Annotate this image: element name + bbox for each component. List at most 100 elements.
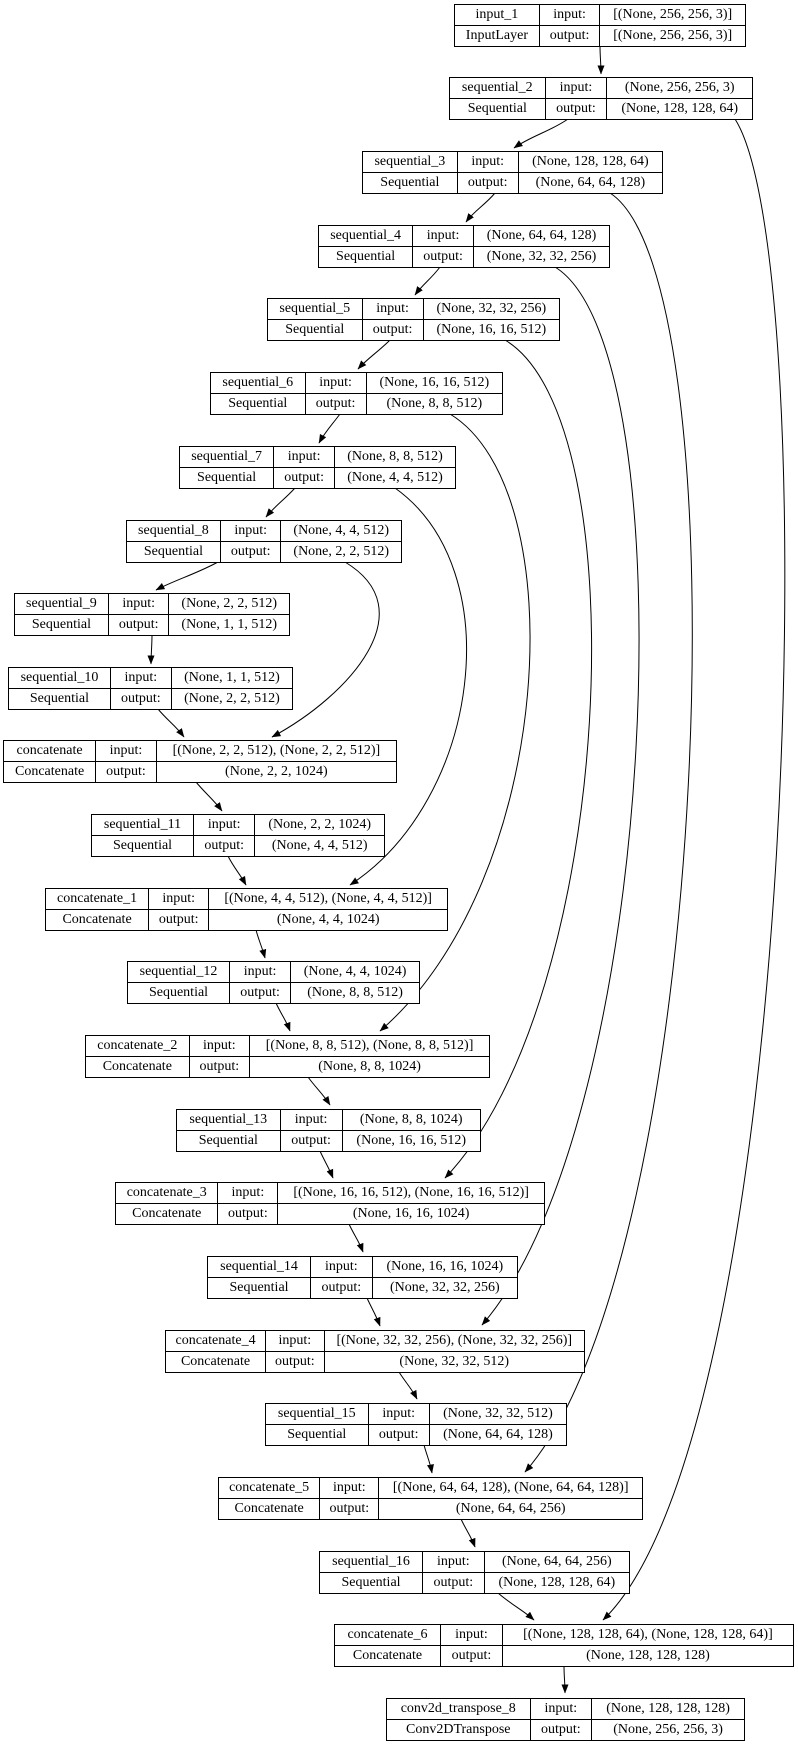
layer-input-shape: [(None, 16, 16, 512), (None, 16, 16, 512… xyxy=(277,1182,545,1204)
layer-name: sequential_12 xyxy=(126,961,231,983)
output-label: output: xyxy=(95,761,157,783)
layer-input-shape: (None, 32, 32, 512) xyxy=(428,1403,568,1425)
output-label: output: xyxy=(544,98,608,120)
layer-node-sequential_15: sequential_15 input: (None, 32, 32, 512)… xyxy=(265,1403,568,1446)
layer-output-shape: (None, 32, 32, 256) xyxy=(371,1277,519,1299)
output-label: output: xyxy=(148,909,210,931)
layer-node-sequential_6: sequential_6 input: (None, 16, 16, 512) … xyxy=(210,372,504,415)
layer-class: Sequential xyxy=(318,1572,424,1594)
input-label: input: xyxy=(188,1035,251,1057)
layer-output-shape: (None, 1, 1, 512) xyxy=(168,614,290,636)
edge-sequential_10-to-concatenate xyxy=(157,708,185,738)
output-label: output: xyxy=(412,246,475,268)
layer-node-sequential_3: sequential_3 input: (None, 128, 128, 64)… xyxy=(362,151,664,194)
input-label: input: xyxy=(367,1403,430,1425)
layer-class: Concatenate xyxy=(334,1645,441,1667)
layer-name: sequential_10 xyxy=(8,667,111,689)
input-label: input: xyxy=(439,1624,503,1646)
layer-output-shape: (None, 32, 32, 256) xyxy=(473,246,610,268)
layer-node-sequential_9: sequential_9 input: (None, 2, 2, 512) Se… xyxy=(14,593,290,636)
edge-sequential_7-to-concatenate_1 xyxy=(349,487,467,886)
layer-node-sequential_5: sequential_5 input: (None, 32, 32, 256) … xyxy=(267,298,561,341)
output-label: output: xyxy=(422,1572,485,1594)
layer-node-sequential_11: sequential_11 input: (None, 2, 2, 1024) … xyxy=(90,814,385,857)
layer-node-concatenate_1: concatenate_1 input: [(None, 4, 4, 512),… xyxy=(44,888,448,931)
output-label: output: xyxy=(367,1424,430,1446)
layer-output-shape: (None, 64, 64, 256) xyxy=(378,1498,643,1520)
input-label: input: xyxy=(529,1698,593,1720)
layer-name: sequential_6 xyxy=(210,372,306,394)
layer-class: Concatenate xyxy=(217,1498,321,1520)
layer-output-shape: (None, 8, 8, 512) xyxy=(365,393,504,415)
input-label: input: xyxy=(265,1330,325,1352)
input-label: input: xyxy=(319,1477,380,1499)
input-label: input: xyxy=(148,888,210,910)
layer-output-shape: (None, 64, 64, 128) xyxy=(517,172,664,194)
layer-class: Sequential xyxy=(90,835,195,857)
layer-name: sequential_13 xyxy=(176,1109,281,1131)
edge-sequential_3-to-sequential_4 xyxy=(465,192,496,223)
output-label: output: xyxy=(529,1719,593,1741)
layer-input-shape: [(None, 128, 128, 64), (None, 128, 128, … xyxy=(501,1624,795,1646)
layer-class: Sequential xyxy=(206,1277,312,1299)
input-label: input: xyxy=(219,520,282,542)
layer-output-shape: (None, 128, 128, 64) xyxy=(483,1572,631,1594)
layer-node-sequential_4: sequential_4 input: (None, 64, 64, 128) … xyxy=(317,225,610,268)
edge-sequential_6-to-sequential_7 xyxy=(318,413,341,444)
layer-output-shape: (None, 256, 256, 3) xyxy=(591,1719,745,1741)
input-label: input: xyxy=(193,814,256,836)
edge-sequential_5-to-concatenate_3 xyxy=(444,339,593,1179)
layer-input-shape: (None, 8, 8, 512) xyxy=(334,446,456,468)
layer-input-shape: (None, 2, 2, 1024) xyxy=(254,814,385,836)
layer-name: sequential_14 xyxy=(206,1256,312,1278)
layer-input-shape: (None, 256, 256, 3) xyxy=(606,77,753,99)
layer-class: Sequential xyxy=(178,467,275,489)
layer-name: concatenate xyxy=(2,740,97,762)
output-label: output: xyxy=(265,1351,325,1373)
layer-output-shape: (None, 128, 128, 64) xyxy=(606,98,753,120)
output-label: output: xyxy=(361,319,424,341)
layer-node-sequential_14: sequential_14 input: (None, 16, 16, 1024… xyxy=(206,1256,519,1299)
layer-node-sequential_12: sequential_12 input: (None, 4, 4, 1024) … xyxy=(126,961,420,1004)
edge-sequential_8-to-concatenate xyxy=(271,561,380,738)
layer-output-shape: (None, 4, 4, 512) xyxy=(334,467,456,489)
input-label: input: xyxy=(456,151,519,173)
layer-input-shape: [(None, 256, 256, 3)] xyxy=(599,4,746,26)
input-label: input: xyxy=(544,77,608,99)
input-label: input: xyxy=(361,298,424,320)
output-label: output: xyxy=(107,614,170,636)
layer-node-concatenate_4: concatenate_4 input: [(None, 32, 32, 256… xyxy=(164,1330,585,1373)
edge-concatenate_6-to-conv2d_transpose_8 xyxy=(561,1665,569,1694)
output-label: output: xyxy=(439,1645,503,1667)
input-label: input: xyxy=(229,961,292,983)
output-label: output: xyxy=(219,541,282,563)
output-label: output: xyxy=(456,172,519,194)
layer-class: Conv2DTranspose xyxy=(386,1719,531,1741)
layer-class: Concatenate xyxy=(114,1203,219,1225)
layer-class: Sequential xyxy=(8,688,111,710)
layer-class: Sequential xyxy=(449,98,546,120)
layer-input-shape: [(None, 32, 32, 256), (None, 32, 32, 256… xyxy=(323,1330,585,1352)
layer-class: Concatenate xyxy=(44,909,150,931)
layer-node-sequential_13: sequential_13 input: (None, 8, 8, 1024) … xyxy=(176,1109,482,1152)
layer-node-concatenate_3: concatenate_3 input: [(None, 16, 16, 512… xyxy=(114,1182,545,1225)
output-label: output: xyxy=(273,467,336,489)
layer-class: Sequential xyxy=(267,319,363,341)
layer-name: sequential_15 xyxy=(265,1403,369,1425)
edge-sequential_7-to-sequential_8 xyxy=(265,487,296,518)
layer-name: sequential_4 xyxy=(317,225,414,247)
layer-node-sequential_10: sequential_10 input: (None, 1, 1, 512) S… xyxy=(8,667,294,710)
edge-concatenate-to-sequential_11 xyxy=(195,781,223,812)
layer-output-shape: (None, 4, 4, 1024) xyxy=(208,909,448,931)
layer-output-shape: (None, 8, 8, 1024) xyxy=(249,1056,490,1078)
input-label: input: xyxy=(412,225,475,247)
layer-node-concatenate: concatenate input: [(None, 2, 2, 512), (… xyxy=(2,740,398,783)
layer-output-shape: [(None, 256, 256, 3)] xyxy=(599,25,746,47)
layer-output-shape: (None, 32, 32, 512) xyxy=(323,1351,585,1373)
layer-class: Sequential xyxy=(317,246,414,268)
layer-node-concatenate_5: concatenate_5 input: [(None, 64, 64, 128… xyxy=(217,1477,643,1520)
edge-sequential_2-to-concatenate_6 xyxy=(602,118,786,1621)
layer-name: sequential_8 xyxy=(126,520,221,542)
layer-output-shape: (None, 2, 2, 512) xyxy=(170,688,294,710)
